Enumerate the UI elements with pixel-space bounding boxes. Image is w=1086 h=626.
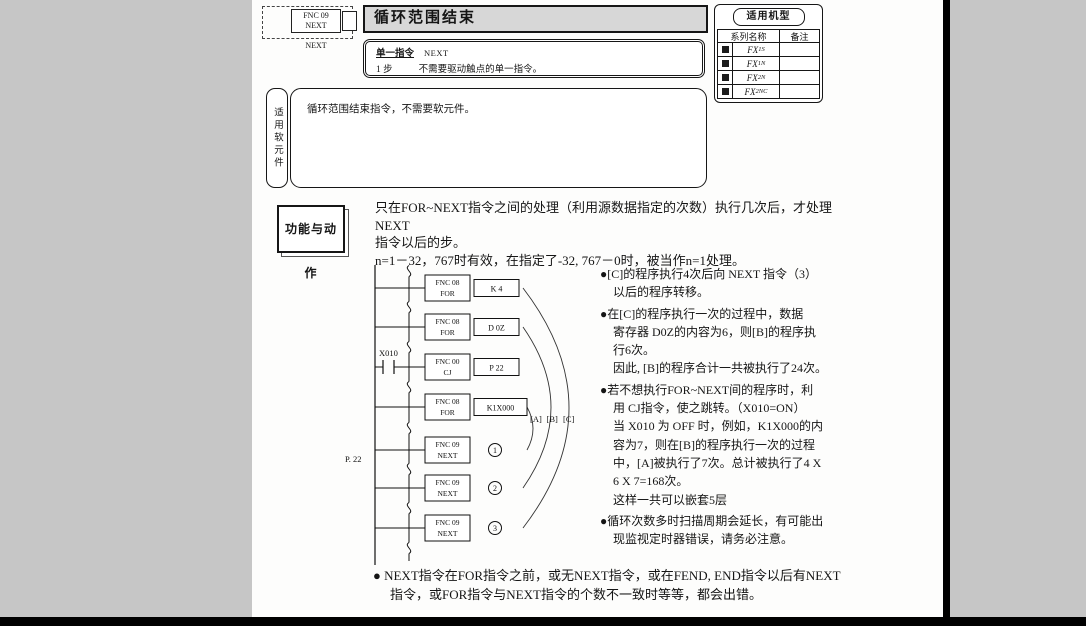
instruction-type-line: 单一指令 NEXT	[376, 45, 692, 59]
svg-text:K1X000: K1X000	[487, 404, 515, 413]
svg-text:2: 2	[493, 484, 497, 493]
svg-text:FNC 08: FNC 08	[436, 317, 460, 326]
applicable-models-title: 适用机型	[732, 8, 805, 26]
fnc-number: FNC 09	[303, 11, 329, 20]
instruction-type-label: 单一指令	[376, 49, 415, 59]
ladder-rung-for-k1x000: FNC 08 FOR K1X000	[424, 393, 528, 421]
series-main: FX	[747, 44, 759, 55]
explanation-notes: ●[C]的程序执行4次后向 NEXT 指令（3） 以后的程序转移。 ●在[C]的…	[600, 265, 844, 551]
loop-label-c: [C]	[563, 414, 575, 424]
table-header-series: 系列名称	[730, 31, 767, 42]
note-item: ●在[C]的程序执行一次的过程中，数据 寄存器 D0Z的内容为6，则[B]的程序…	[600, 306, 827, 376]
remark-cell	[779, 56, 819, 70]
table-row-marker	[718, 84, 732, 98]
applicable-square-icon	[721, 46, 729, 53]
note-item: ●循环次数多时扫描周期会延长，有可能出 现监视定时器错误，请务必注意。	[600, 513, 824, 547]
svg-text:FNC 09: FNC 09	[436, 478, 460, 487]
svg-text:NEXT: NEXT	[438, 489, 458, 498]
instruction-info-box: 单一指令 NEXT 1 步 不需要驱动触点的单一指令。	[363, 39, 705, 78]
note-item: ●[C]的程序执行4次后向 NEXT 指令（3） 以后的程序转移。	[600, 267, 818, 300]
svg-text:CJ: CJ	[444, 368, 452, 377]
mnemonic-label: NEXT	[305, 41, 327, 50]
omitted-program-squiggle-icon	[406, 265, 412, 554]
ladder-rung-lines	[375, 287, 425, 529]
steps-description: 不需要驱动触点的单一指令。	[418, 65, 543, 75]
function-intro-paragraph: 只在FOR~NEXT指令之间的处理（利用源数据指定的次数）执行几次后，才处理NE…	[375, 200, 832, 268]
svg-text:FOR: FOR	[440, 289, 455, 298]
svg-text:D 0Z: D 0Z	[488, 324, 505, 333]
circle-number-icon	[488, 521, 502, 535]
ladder-rung-next-2: FNC 09 NEXT 2	[424, 474, 502, 502]
ladder-rung-cj-p22: FNC 00 CJ P 22	[424, 353, 520, 381]
series-sub: 1N	[757, 60, 766, 67]
fnc-instruction-box: FNC 09 NEXT	[291, 9, 341, 33]
series-main: FX	[746, 58, 758, 69]
svg-text:K 4: K 4	[491, 285, 503, 294]
table-row-marker	[718, 70, 732, 84]
viewer-bottom-bar	[0, 617, 1086, 626]
svg-text:FNC 08: FNC 08	[436, 278, 460, 287]
series-sub: 2NC	[755, 88, 768, 95]
loop-arc-c	[522, 287, 570, 529]
loop-arc-b	[522, 326, 552, 489]
table-row-marker	[718, 42, 732, 56]
applicable-devices-box: 循环范围结束指令，不需要软元件。	[290, 88, 707, 188]
ladder-rung-next-1: FNC 09 NEXT 1	[424, 436, 502, 464]
instruction-type-mnemonic: NEXT	[424, 48, 449, 58]
pointer-label: P. 22	[345, 454, 362, 464]
series-main: FX	[744, 86, 756, 97]
svg-text:NEXT: NEXT	[438, 451, 458, 460]
remark-cell	[779, 70, 819, 84]
page-edge-bar	[943, 0, 950, 626]
manual-page: FNC 09 NEXT NEXT 循环范围结束 单一指令 NEXT 1 步 不需要驱…	[252, 0, 943, 626]
ladder-rung-next-3: FNC 09 NEXT 3	[424, 514, 502, 542]
svg-text:P 22: P 22	[489, 364, 503, 373]
steps-label: 1 步	[376, 65, 393, 75]
svg-text:3: 3	[493, 524, 497, 533]
table-header-remark: 备注	[779, 30, 819, 42]
ladder-rung-for-k4: FNC 08 FOR K 4	[424, 274, 520, 302]
function-section-label: 功能与动作	[277, 205, 345, 280]
loop-label-a: [A]	[530, 414, 542, 424]
svg-text:FOR: FOR	[440, 408, 455, 417]
fnc-mnemonic: NEXT	[305, 21, 327, 30]
svg-text:FNC 09: FNC 09	[436, 440, 460, 449]
applicable-square-icon	[721, 74, 729, 81]
svg-text:FNC 00: FNC 00	[436, 357, 460, 366]
circle-number-icon	[488, 443, 502, 457]
error-condition-note: ● NEXT指令在FOR指令之前，或无NEXT指令，或在FEND, END指令以…	[373, 568, 841, 602]
svg-text:FNC 08: FNC 08	[436, 397, 460, 406]
circle-number-icon	[488, 481, 502, 495]
remark-cell	[779, 84, 819, 98]
series-main: FX	[746, 72, 758, 83]
svg-text:FOR: FOR	[440, 328, 455, 337]
applicable-square-icon	[721, 88, 729, 95]
operand-placeholder-box	[342, 11, 357, 31]
loop-arc-a	[526, 406, 534, 451]
svg-text:1: 1	[493, 446, 497, 455]
page-title: 循环范围结束	[363, 5, 708, 33]
instruction-steps-line: 1 步 不需要驱动触点的单一指令。	[376, 61, 692, 75]
applicable-square-icon	[721, 60, 729, 67]
svg-text:FNC 09: FNC 09	[436, 518, 460, 527]
table-row-marker	[718, 56, 732, 70]
applicable-devices-note: 循环范围结束指令，不需要软元件。	[307, 104, 475, 115]
no-contact-icon	[382, 360, 395, 374]
ladder-diagram: X010 P. 22 [A] [B] [C] FNC 08 FOR K 4 FN…	[345, 265, 575, 565]
contact-label: X010	[379, 348, 398, 358]
series-sub: 2N	[757, 74, 766, 81]
loop-label-b: [B]	[547, 414, 559, 424]
ladder-rung-for-d0z: FNC 08 FOR D 0Z	[424, 313, 520, 341]
series-sub: 1S	[758, 46, 765, 53]
applicable-devices-tab: 适用软元件	[266, 88, 288, 188]
note-item: ●若不想执行FOR~NEXT间的程序时，利 用 CJ指令，使之跳转。（X010=…	[600, 382, 824, 507]
remark-cell	[779, 42, 819, 56]
svg-text:NEXT: NEXT	[438, 529, 458, 538]
